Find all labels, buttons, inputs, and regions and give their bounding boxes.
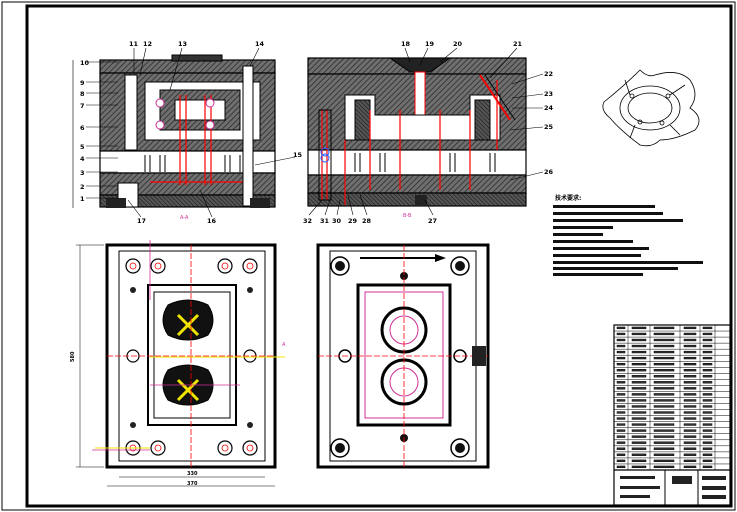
callout-28: 28 [362, 217, 372, 225]
callout-24: 24 [544, 104, 554, 112]
callouts-right-side: 22 23 24 25 26 [544, 70, 554, 176]
callout-16: 16 [207, 217, 217, 225]
callout-15: 15 [293, 151, 303, 159]
plan-dimensions [76, 244, 275, 487]
callout-23: 23 [544, 90, 553, 98]
plan-section-mark: A [282, 342, 286, 348]
callout-10: 10 [80, 59, 90, 67]
callouts-left-top: 11 12 13 14 [129, 40, 265, 48]
section-view-right [307, 57, 527, 207]
title-block [613, 324, 731, 506]
callout-31: 31 [320, 217, 330, 225]
technical-requirements-title: 技术要求: [555, 194, 581, 202]
callout-5: 5 [80, 143, 85, 151]
technical-requirements: 技术要求: [553, 194, 703, 276]
callout-6: 6 [80, 124, 85, 132]
callouts-left-side: 10 9 8 7 6 5 4 3 2 1 [80, 59, 90, 203]
section-view-left [99, 54, 276, 208]
callout-29: 29 [348, 217, 358, 225]
callout-26: 26 [544, 168, 554, 176]
section-label-a: A-A [180, 215, 189, 221]
callout-27: 27 [428, 217, 437, 225]
callout-12: 12 [143, 40, 152, 48]
callout-11: 11 [129, 40, 139, 48]
callout-4: 4 [80, 155, 85, 163]
section-label-b: B-B [403, 213, 412, 219]
dimension-inner: 330 [187, 471, 198, 477]
callout-3: 3 [80, 169, 85, 177]
callout-1: 1 [80, 195, 85, 203]
plan-view-right [316, 243, 490, 469]
callout-18: 18 [401, 40, 411, 48]
callout-14: 14 [255, 40, 265, 48]
callout-20: 20 [453, 40, 463, 48]
callout-2: 2 [80, 183, 85, 191]
callout-32: 32 [303, 217, 312, 225]
callout-8: 8 [80, 90, 85, 98]
callout-7: 7 [80, 102, 85, 110]
callout-19: 19 [425, 40, 435, 48]
dimension-width: 370 [187, 481, 198, 487]
callouts-right-top: 18 19 20 21 [401, 40, 523, 48]
part-isometric-sketch [602, 69, 700, 147]
callouts-right-bottom: 32 31 30 29 28 27 [303, 217, 437, 225]
dimension-height: 580 [70, 351, 76, 362]
callout-22: 22 [544, 70, 553, 78]
callout-25: 25 [544, 123, 554, 131]
callout-17: 17 [137, 217, 146, 225]
callout-21: 21 [513, 40, 523, 48]
callout-9: 9 [80, 79, 85, 87]
inner-border [25, 4, 733, 508]
callout-13: 13 [178, 40, 187, 48]
callout-30: 30 [332, 217, 342, 225]
plan-view-left: A [92, 240, 286, 469]
